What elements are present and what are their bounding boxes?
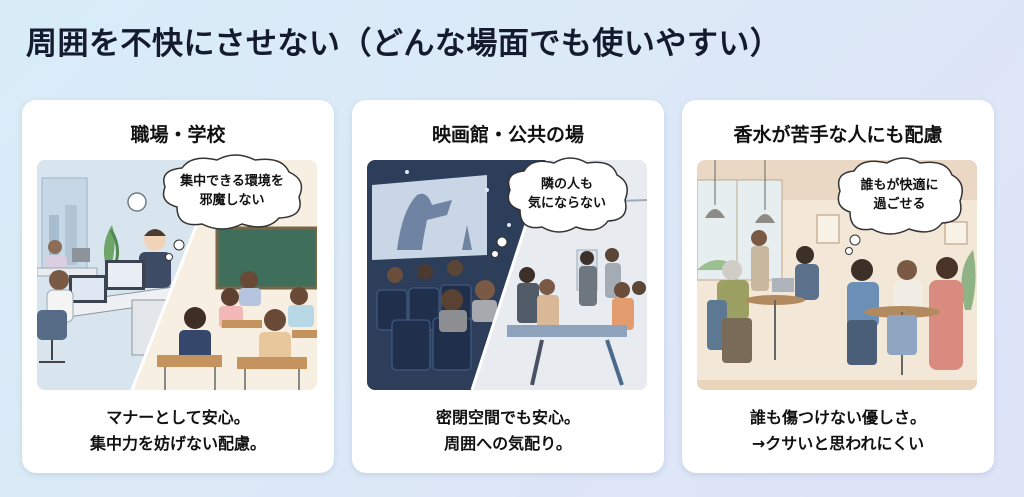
card-workplace-school: 職場・学校	[22, 100, 334, 473]
thought-bubble: 誰もが快適に 過ごせる	[832, 155, 967, 237]
caption-line: 集中力を妨げない配慮。	[89, 434, 266, 454]
bubble-text: 隣の人も 気にならない	[527, 177, 606, 211]
caption-line: 周囲への気配り。	[444, 434, 572, 454]
thought-bubble: 集中できる環境を 邪魔しない	[157, 152, 307, 232]
card-theater-public: 映画館・公共の場	[352, 100, 664, 473]
caption-line: 誰も傷つけない優しさ。	[749, 408, 926, 427]
cloud-icon	[507, 157, 628, 233]
caption-line: →クサいと思われにくい	[751, 434, 925, 454]
card-title: 映画館・公共の場	[431, 124, 584, 146]
card-title: 職場・学校	[130, 124, 226, 146]
card-caption: 密閉空間でも安心。 周囲への気配り。	[352, 405, 664, 458]
caption-line: マナーとして安心。	[106, 408, 250, 427]
card-title: 香水が苦手な人にも配慮	[733, 124, 943, 146]
card-fragrance-consideration: 香水が苦手な人にも配慮	[682, 100, 994, 473]
cloud-icon	[162, 154, 303, 230]
card-caption: マナーとして安心。 集中力を妨げない配慮。	[22, 405, 334, 458]
cloud-icon	[837, 157, 963, 235]
card-caption: 誰も傷つけない優しさ。 →クサいと思われにくい	[682, 405, 994, 458]
bubble-text: 誰もが快適に 過ごせる	[860, 178, 939, 212]
caption-line: 密閉空間でも安心。	[435, 408, 580, 427]
thought-bubble: 隣の人も 気にならない	[502, 155, 632, 235]
bubble-text: 集中できる環境を 邪魔しない	[180, 174, 284, 208]
page-title: 周囲を不快にさせない（どんな場面でも使いやすい）	[26, 26, 782, 62]
